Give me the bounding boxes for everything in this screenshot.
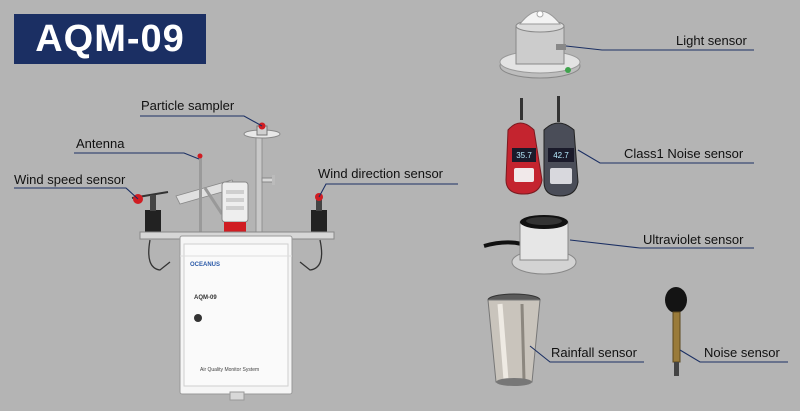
light-sensor-image xyxy=(499,10,581,79)
label-class1-noise-sensor: Class1 Noise sensor xyxy=(624,146,744,161)
monitor-station: OCEANUS AQM-09 Air Quality Monitor Syste… xyxy=(131,122,335,401)
meter-left-reading: 35.7 xyxy=(516,151,532,160)
cabinet-brand: OCEANUS xyxy=(190,262,220,268)
leader-noise xyxy=(679,349,788,363)
label-light-sensor: Light sensor xyxy=(676,33,747,48)
label-particle-sampler: Particle sampler xyxy=(141,98,235,113)
leader-antenna xyxy=(74,152,200,160)
label-wind-direction-sensor: Wind direction sensor xyxy=(318,166,443,181)
label-rainfall-sensor: Rainfall sensor xyxy=(551,345,637,360)
leader-wind-direction xyxy=(318,183,458,198)
label-noise-sensor: Noise sensor xyxy=(704,345,780,360)
cabinet-system-name: Air Quality Monitor System xyxy=(200,367,259,373)
label-ultraviolet-sensor: Ultraviolet sensor xyxy=(643,232,744,247)
cabinet-model: AQM-09 xyxy=(194,295,217,301)
meter-right-reading: 42.7 xyxy=(553,151,569,160)
rainfall-sensor-image xyxy=(487,293,541,386)
leader-wind-speed xyxy=(14,187,139,200)
label-antenna: Antenna xyxy=(76,136,125,151)
noise-sensor-image xyxy=(665,287,687,376)
leader-light xyxy=(565,45,754,51)
class1-noise-meters-image: 35.7 42.7 xyxy=(505,96,579,197)
leader-class1-noise xyxy=(577,149,754,164)
leader-lines xyxy=(14,45,788,363)
label-wind-speed-sensor: Wind speed sensor xyxy=(14,172,126,187)
leader-particle-sampler xyxy=(140,115,263,127)
ultraviolet-sensor-image xyxy=(483,215,577,275)
leader-rainfall xyxy=(529,345,644,363)
product-title: AQM-09 xyxy=(14,14,206,64)
leader-ultraviolet xyxy=(569,239,754,249)
